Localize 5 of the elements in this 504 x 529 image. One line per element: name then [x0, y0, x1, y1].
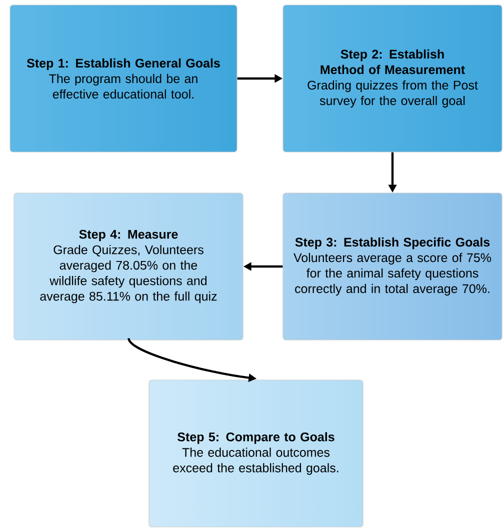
step-box: Step 5: Compare to Goals The educational outcomes exceed the established goals. [148, 380, 364, 528]
step-box: Step 4: Measure Grade Quizzes, Volunteers averaged 78.05% on the wildlife safety questions and average 85.11% on the full quiz [14, 192, 244, 340]
step-box: Step 3: Establish Specific Goals Volunteers average a score of 75% for the animal safety questions correctly and in total average 70%. [282, 192, 502, 340]
step-box: Step 1: Establish General Goals The program should be an effective educational tool. [10, 4, 238, 152]
step-box: Step 2: Establish Method of Measurement Grading quizzes from the Post survey for the overall goal [282, 4, 502, 152]
